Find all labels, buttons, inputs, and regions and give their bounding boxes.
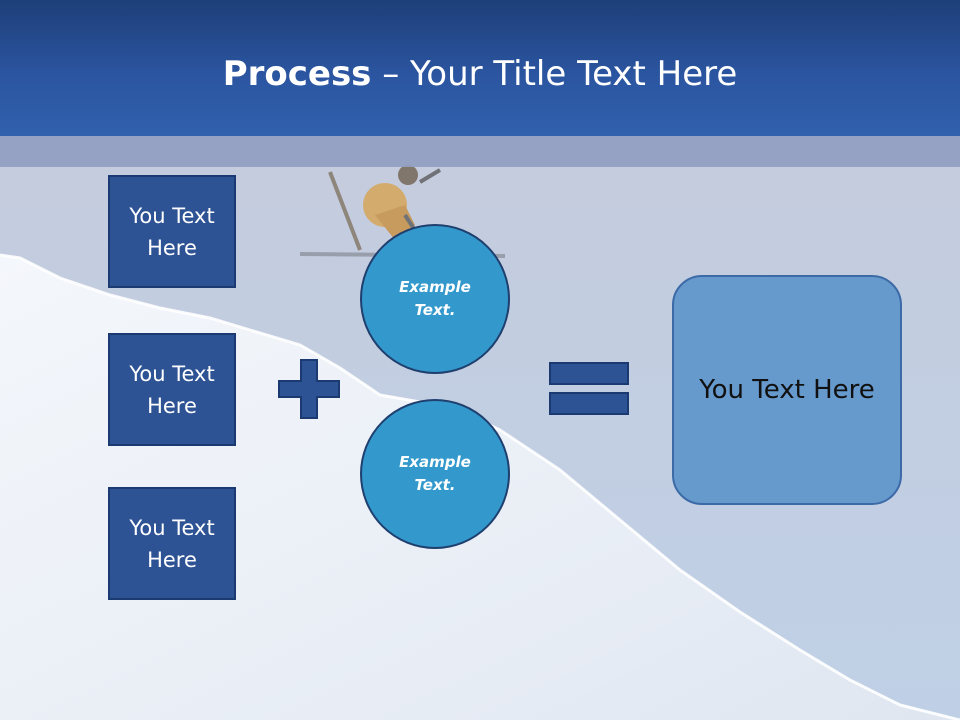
example-circle-1[interactable]: Example Text. xyxy=(360,224,510,374)
text-box-1[interactable]: You Text Here xyxy=(108,175,236,288)
text-box-3[interactable]: You Text Here xyxy=(108,487,236,600)
text-box-1-label: You Text Here xyxy=(129,203,215,260)
result-box[interactable]: You Text Here xyxy=(672,275,902,505)
text-box-2-label: You Text Here xyxy=(129,361,215,418)
title-band xyxy=(0,136,960,167)
example-circle-1-label: Example Text. xyxy=(399,278,471,319)
title-rest: – Your Title Text Here xyxy=(371,54,738,94)
equals-icon xyxy=(549,362,629,415)
plus-icon xyxy=(278,359,340,419)
text-box-2[interactable]: You Text Here xyxy=(108,333,236,446)
text-box-3-label: You Text Here xyxy=(129,515,215,572)
example-circle-2[interactable]: Example Text. xyxy=(360,399,510,549)
example-circle-2-label: Example Text. xyxy=(399,453,471,494)
result-box-label: You Text Here xyxy=(699,375,875,405)
slide-title: Process – Your Title Text Here xyxy=(0,52,960,96)
title-bar xyxy=(0,0,960,136)
title-bold: Process xyxy=(222,54,372,94)
